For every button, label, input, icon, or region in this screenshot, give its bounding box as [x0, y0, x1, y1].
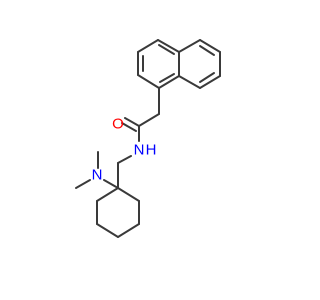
oxygen-label: O — [112, 116, 124, 133]
molecule-structure: O N H N — [75, 39, 221, 238]
amine-nitrogen-label: N — [92, 167, 103, 184]
bond — [117, 187, 140, 202]
bond — [158, 75, 180, 89]
carbonyl-bond — [121, 122, 137, 132]
double-bond-inner — [158, 44, 175, 55]
bond — [75, 179, 91, 189]
cyclohexane-ring — [96, 187, 140, 238]
bond — [199, 39, 221, 53]
bond — [117, 155, 132, 164]
bond — [157, 39, 180, 53]
bond — [178, 39, 201, 53]
atom-labels: O N H N — [92, 116, 157, 184]
bond — [138, 113, 160, 127]
amide-hydrogen-label: H — [146, 142, 157, 159]
double-bond-inner — [199, 45, 215, 56]
bond — [199, 75, 221, 89]
double-bond-inner — [159, 73, 175, 83]
dimethylamino-group — [75, 151, 119, 189]
naphthalene-ring-b — [178, 39, 221, 89]
bond — [96, 187, 119, 202]
bond — [96, 223, 119, 238]
naphthalene-group — [137, 39, 221, 89]
bond — [103, 179, 119, 189]
naphthalene-ring-a — [137, 39, 180, 89]
bond — [117, 223, 140, 238]
amide-nitrogen-label: N — [134, 142, 145, 159]
bond — [137, 74, 160, 89]
acetamide-linker — [117, 87, 160, 189]
double-bond-inner — [199, 72, 215, 83]
bond — [137, 39, 159, 53]
carbonyl-bond — [124, 117, 140, 127]
bond — [178, 75, 201, 89]
